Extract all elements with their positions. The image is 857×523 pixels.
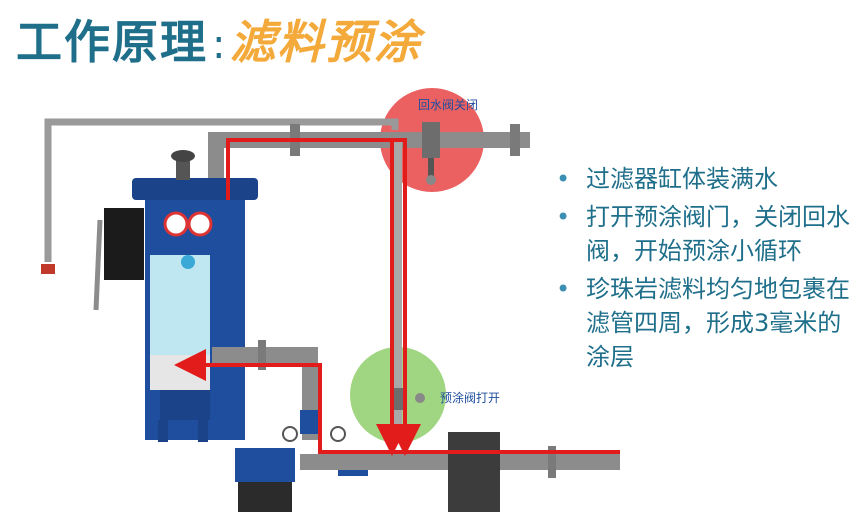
vent-valve <box>41 264 55 274</box>
bullet-item: • 过滤器缸体装满水 <box>552 162 852 196</box>
filter-precoat-diagram: 回水阀关闭 预涂阀打开 <box>41 88 620 512</box>
bullet-list: • 过滤器缸体装满水 • 打开预涂阀门，关闭回水阀，开始预涂小循环 • 珍珠岩滤料均匀… <box>552 162 852 378</box>
bullet-text: 珍珠岩滤料均匀地包裹在滤管四周，形成3毫米的涂层 <box>586 275 850 371</box>
bullet-dot: • <box>556 165 571 193</box>
vent-pipe <box>44 118 399 262</box>
control-box <box>93 208 144 311</box>
title-main: 工作原理 <box>16 15 208 69</box>
precoat-valve-icon <box>392 388 425 410</box>
slide-title: 工作原理 : 滤料预涂 <box>16 6 421 70</box>
return-valve-icon <box>422 122 440 185</box>
flow-arrows <box>174 138 620 456</box>
title-separator: : <box>212 22 226 68</box>
bullet-dot: • <box>556 203 571 231</box>
bullet-text: 打开预涂阀门，关闭回水阀，开始预涂小循环 <box>586 203 850 265</box>
filter-tank <box>132 150 258 442</box>
bullet-text: 过滤器缸体装满水 <box>586 165 778 193</box>
return-valve-label: 回水阀关闭 <box>418 98 478 112</box>
bullet-item: • 打开预涂阀门，关闭回水阀，开始预涂小循环 <box>552 200 852 268</box>
title-subtitle: 滤料预涂 <box>229 15 422 69</box>
bottom-pipe <box>300 432 620 512</box>
bullet-dot: • <box>556 275 571 303</box>
bullet-item: • 珍珠岩滤料均匀地包裹在滤管四周，形成3毫米的涂层 <box>552 272 852 374</box>
precoat-valve-label: 预涂阀打开 <box>440 390 500 405</box>
